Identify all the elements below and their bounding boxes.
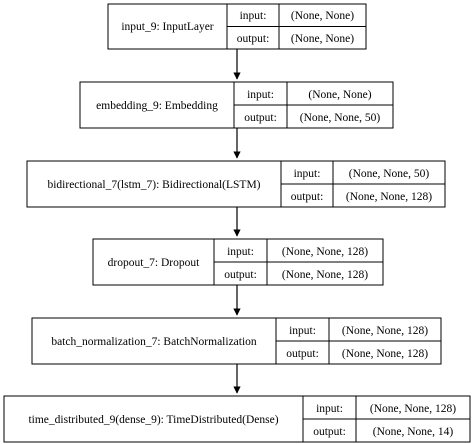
input-label: input:: [240, 10, 267, 22]
output-shape: (None, None, 50): [300, 112, 381, 124]
layer-name: bidirectional_7(lstm_7): Bidirectional(L…: [47, 179, 260, 191]
output-shape: (None, None): [291, 33, 354, 45]
output-label: output:: [224, 269, 257, 281]
input-label: input:: [289, 325, 316, 337]
input-shape: (None, None, 128): [342, 325, 428, 337]
input-label: input:: [247, 89, 274, 101]
layer-node-bidirectional: [26, 160, 446, 208]
input-label: input:: [294, 168, 321, 180]
layer-node-timedistributed: [3, 395, 471, 443]
output-shape: (None, None, 14): [373, 426, 454, 438]
layer-name: embedding_9: Embedding: [96, 100, 218, 112]
layer-name: batch_normalization_7: BatchNormalizatio…: [51, 336, 257, 348]
output-label: output:: [237, 33, 270, 45]
input-shape: (None, None, 128): [282, 246, 368, 258]
input-label: input:: [316, 403, 343, 415]
layer-node-input: [107, 3, 367, 50]
input-shape: (None, None, 50): [349, 168, 430, 180]
output-shape: (None, None, 128): [346, 191, 432, 203]
layer-node-embedding: [79, 81, 394, 129]
layer-name: dropout_7: Dropout: [108, 257, 200, 269]
layer-name: time_distributed_9(dense_9): TimeDistrib…: [28, 414, 278, 426]
output-label: output:: [291, 191, 324, 203]
input-shape: (None, None, 128): [370, 403, 456, 415]
input-shape: (None, None): [291, 10, 354, 22]
output-label: output:: [286, 348, 319, 360]
layer-name: input_9: InputLayer: [121, 21, 213, 33]
layer-node-dropout: [92, 238, 384, 286]
output-label: output:: [244, 112, 277, 124]
layer-node-batchnorm: [31, 317, 442, 365]
output-label: output:: [313, 426, 346, 438]
input-label: input:: [227, 246, 254, 258]
output-shape: (None, None, 128): [282, 269, 368, 281]
output-shape: (None, None, 128): [342, 348, 428, 360]
input-shape: (None, None): [308, 89, 371, 101]
